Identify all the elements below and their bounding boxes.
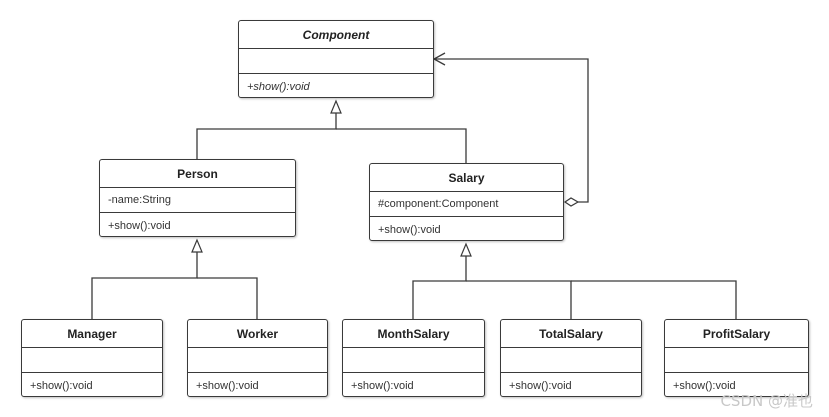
class-methods: +show():void	[501, 372, 641, 398]
class-methods: +show():void	[239, 73, 433, 99]
aggregation-line	[434, 58, 589, 203]
class-methods: +show():void	[343, 372, 484, 398]
class-name: ProfitSalary	[702, 326, 771, 341]
generalization-arrowhead-component	[330, 99, 342, 114]
class-manager[interactable]: Manager +show():void	[21, 319, 163, 397]
generalization-totalsalary-salary	[466, 280, 572, 320]
class-person[interactable]: Person -name:String +show():void	[99, 159, 296, 237]
generalization-salary-component	[336, 128, 467, 164]
generalization-manager-person	[91, 252, 198, 320]
class-methods: +show():void	[370, 216, 563, 242]
generalization-monthsalary-salary	[412, 256, 467, 320]
class-methods: +show():void	[100, 212, 295, 238]
class-name: TotalSalary	[539, 326, 603, 341]
class-attributes: #component:Component	[370, 191, 563, 216]
class-attributes: -name:String	[100, 187, 295, 212]
class-month-salary[interactable]: MonthSalary +show():void	[342, 319, 485, 397]
class-name: Component	[302, 27, 370, 42]
class-name: MonthSalary	[377, 326, 450, 341]
class-name: Person	[177, 166, 218, 181]
class-name: Manager	[67, 326, 117, 341]
class-name: Worker	[236, 326, 279, 341]
class-methods: +show():void	[188, 372, 327, 398]
class-profit-salary[interactable]: ProfitSalary +show():void	[664, 319, 809, 397]
generalization-worker-person	[197, 277, 258, 320]
class-attributes	[239, 48, 433, 73]
class-attributes	[665, 347, 808, 372]
class-total-salary[interactable]: TotalSalary +show():void	[500, 319, 642, 397]
aggregation-open-arrowhead	[432, 52, 446, 66]
class-methods: +show():void	[22, 372, 162, 398]
aggregation-diamond	[563, 197, 580, 207]
class-component[interactable]: Component +show():void	[238, 20, 434, 98]
class-worker[interactable]: Worker +show():void	[187, 319, 328, 397]
class-attributes	[501, 347, 641, 372]
generalization-arrowhead-person	[191, 238, 203, 253]
class-attributes	[188, 347, 327, 372]
generalization-arrowhead-salary	[460, 242, 472, 257]
watermark: CSDN @准也	[720, 392, 813, 410]
class-methods: +show():void	[665, 372, 808, 398]
generalization-profitsalary-salary	[571, 280, 737, 320]
class-attributes	[343, 347, 484, 372]
generalization-person-component	[196, 113, 337, 160]
class-salary[interactable]: Salary #component:Component +show():void	[369, 163, 564, 241]
class-name: Salary	[448, 170, 485, 185]
class-attributes	[22, 347, 162, 372]
